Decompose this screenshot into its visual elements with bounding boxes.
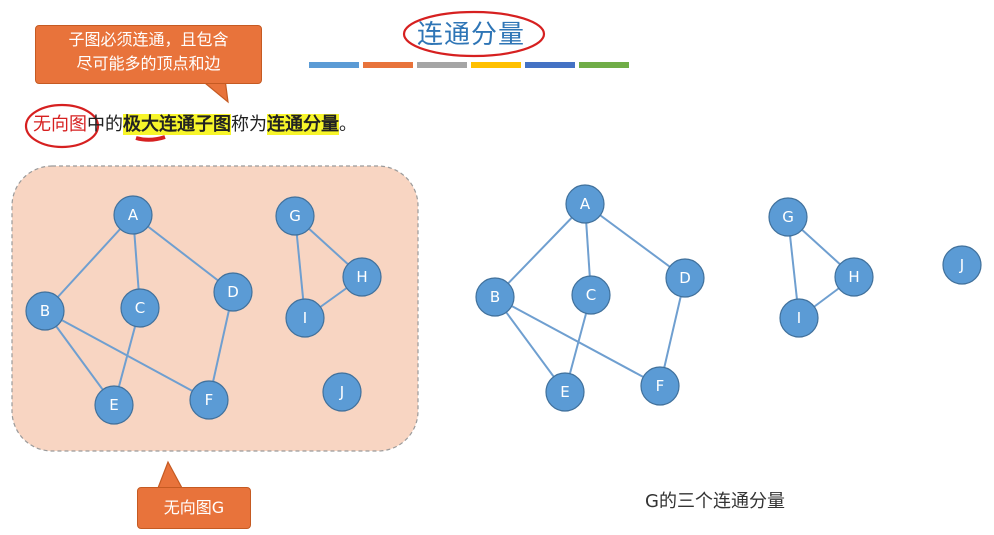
graph-g-edge-A-B [44,214,134,312]
component-node-G: G [768,197,808,237]
component-node-B: B [475,277,515,317]
component-node-label-D: D [679,269,691,287]
graph-g-node-E: E [94,385,134,425]
graph-g-node-circle-G [275,196,315,236]
graph-g-node-I: I [285,298,325,338]
component-node-label-C: C [586,286,596,304]
graph-g-node-circle-C [120,288,160,328]
title-bar-3 [417,62,467,68]
component-node-label-E: E [560,383,569,401]
component-node-label-A: A [580,195,591,213]
component-node-D: D [665,258,705,298]
graph-g-node-F: F [189,380,229,420]
graph-g-edge-A-D [132,214,234,293]
component-node-F: F [640,366,680,406]
callout-connected-note: 子图必须连通，且包含 尽可能多的顶点和边 [35,25,262,84]
component-node-A: A [565,184,605,224]
graph-g-node-D: D [213,272,253,312]
graph-g-node-circle-D [213,272,253,312]
graph-g-node-label-E: E [109,396,118,414]
graph-g-node-label-G: G [289,207,301,225]
sentence-max-connected-subgraph: 极大连通子图 [123,114,231,135]
graph-g-node-label-C: C [135,299,145,317]
graph-g-node-G: G [275,196,315,236]
graph-g-node-A: A [113,195,153,235]
component-node-label-B: B [490,288,500,306]
component-edge-A-D [584,203,686,279]
component-node-H: H [834,257,874,297]
components-nodes: A B C D E F G H I J [475,184,982,412]
graph-g-node-H: H [342,257,382,297]
title-red-circle [402,10,546,58]
component-edge-B-E [494,296,566,393]
sentence-called: 称为 [231,114,267,135]
component-node-circle-H [834,257,874,297]
graph-g-node-J: J [322,372,362,412]
undirected-red-circle [24,103,100,149]
graph-g-node-C: C [120,288,160,328]
component-node-C: C [571,275,611,315]
component-node-circle-B [475,277,515,317]
graph-g-node-circle-A [113,195,153,235]
sentence-undirected-graph: 无向图 [33,114,87,135]
component-node-circle-C [571,275,611,315]
component-node-J: J [942,245,982,285]
callout-undirected-graph-g: 无向图G [137,487,251,529]
title-bar-2 [363,62,413,68]
title-bar-4 [471,62,521,68]
component-node-circle-D [665,258,705,298]
component-node-circle-I [779,298,819,338]
graph-g-node-label-I: I [303,309,307,327]
component-edge-A-B [494,203,586,298]
definition-sentence: 无向图中的极大连通子图称为连通分量。 [33,110,357,136]
graph-g-node-label-A: A [128,206,139,224]
component-node-label-G: G [782,208,794,226]
graph-g-node-circle-B [25,291,65,331]
graph-g-node-label-D: D [227,283,239,301]
component-node-I: I [779,298,819,338]
graph-g-node-circle-J [322,372,362,412]
graph-g-node-label-J: J [339,383,344,401]
component-node-circle-E [545,372,585,412]
sentence-period: 。 [339,114,357,135]
components-caption: G的三个连通分量 [645,491,785,512]
graph-g-node-circle-I [285,298,325,338]
title-bar-1 [309,62,359,68]
graph-g-node-label-H: H [356,268,367,286]
graph-g-node-B: B [25,291,65,331]
sentence-connected-component: 连通分量 [267,114,339,135]
component-node-circle-A [565,184,605,224]
component-node-circle-G [768,197,808,237]
title-bar-6 [579,62,629,68]
component-node-E: E [545,372,585,412]
component-node-label-H: H [848,268,859,286]
graph-g-nodes: A B C D E F G H I J [25,195,382,425]
component-node-label-J: J [959,256,964,274]
graph-g-node-label-B: B [40,302,50,320]
red-underline [135,135,166,142]
component-edge-B-F [494,296,661,387]
component-node-label-I: I [797,309,801,327]
callout-bottom-tail [157,460,184,489]
sentence-de: 中的 [87,114,123,135]
graph-g-node-label-F: F [205,391,214,409]
title-bar-5 [525,62,575,68]
component-node-circle-F [640,366,680,406]
component-node-circle-J [942,245,982,285]
graph-g-node-circle-E [94,385,134,425]
component-node-label-F: F [656,377,665,395]
callout-line-1: 子图必须连通，且包含 [68,30,229,49]
page-title: 连通分量 [417,20,526,50]
graph-g-node-circle-H [342,257,382,297]
graph-g-node-circle-F [189,380,229,420]
callout-line-2: 尽可能多的顶点和边 [76,54,221,73]
